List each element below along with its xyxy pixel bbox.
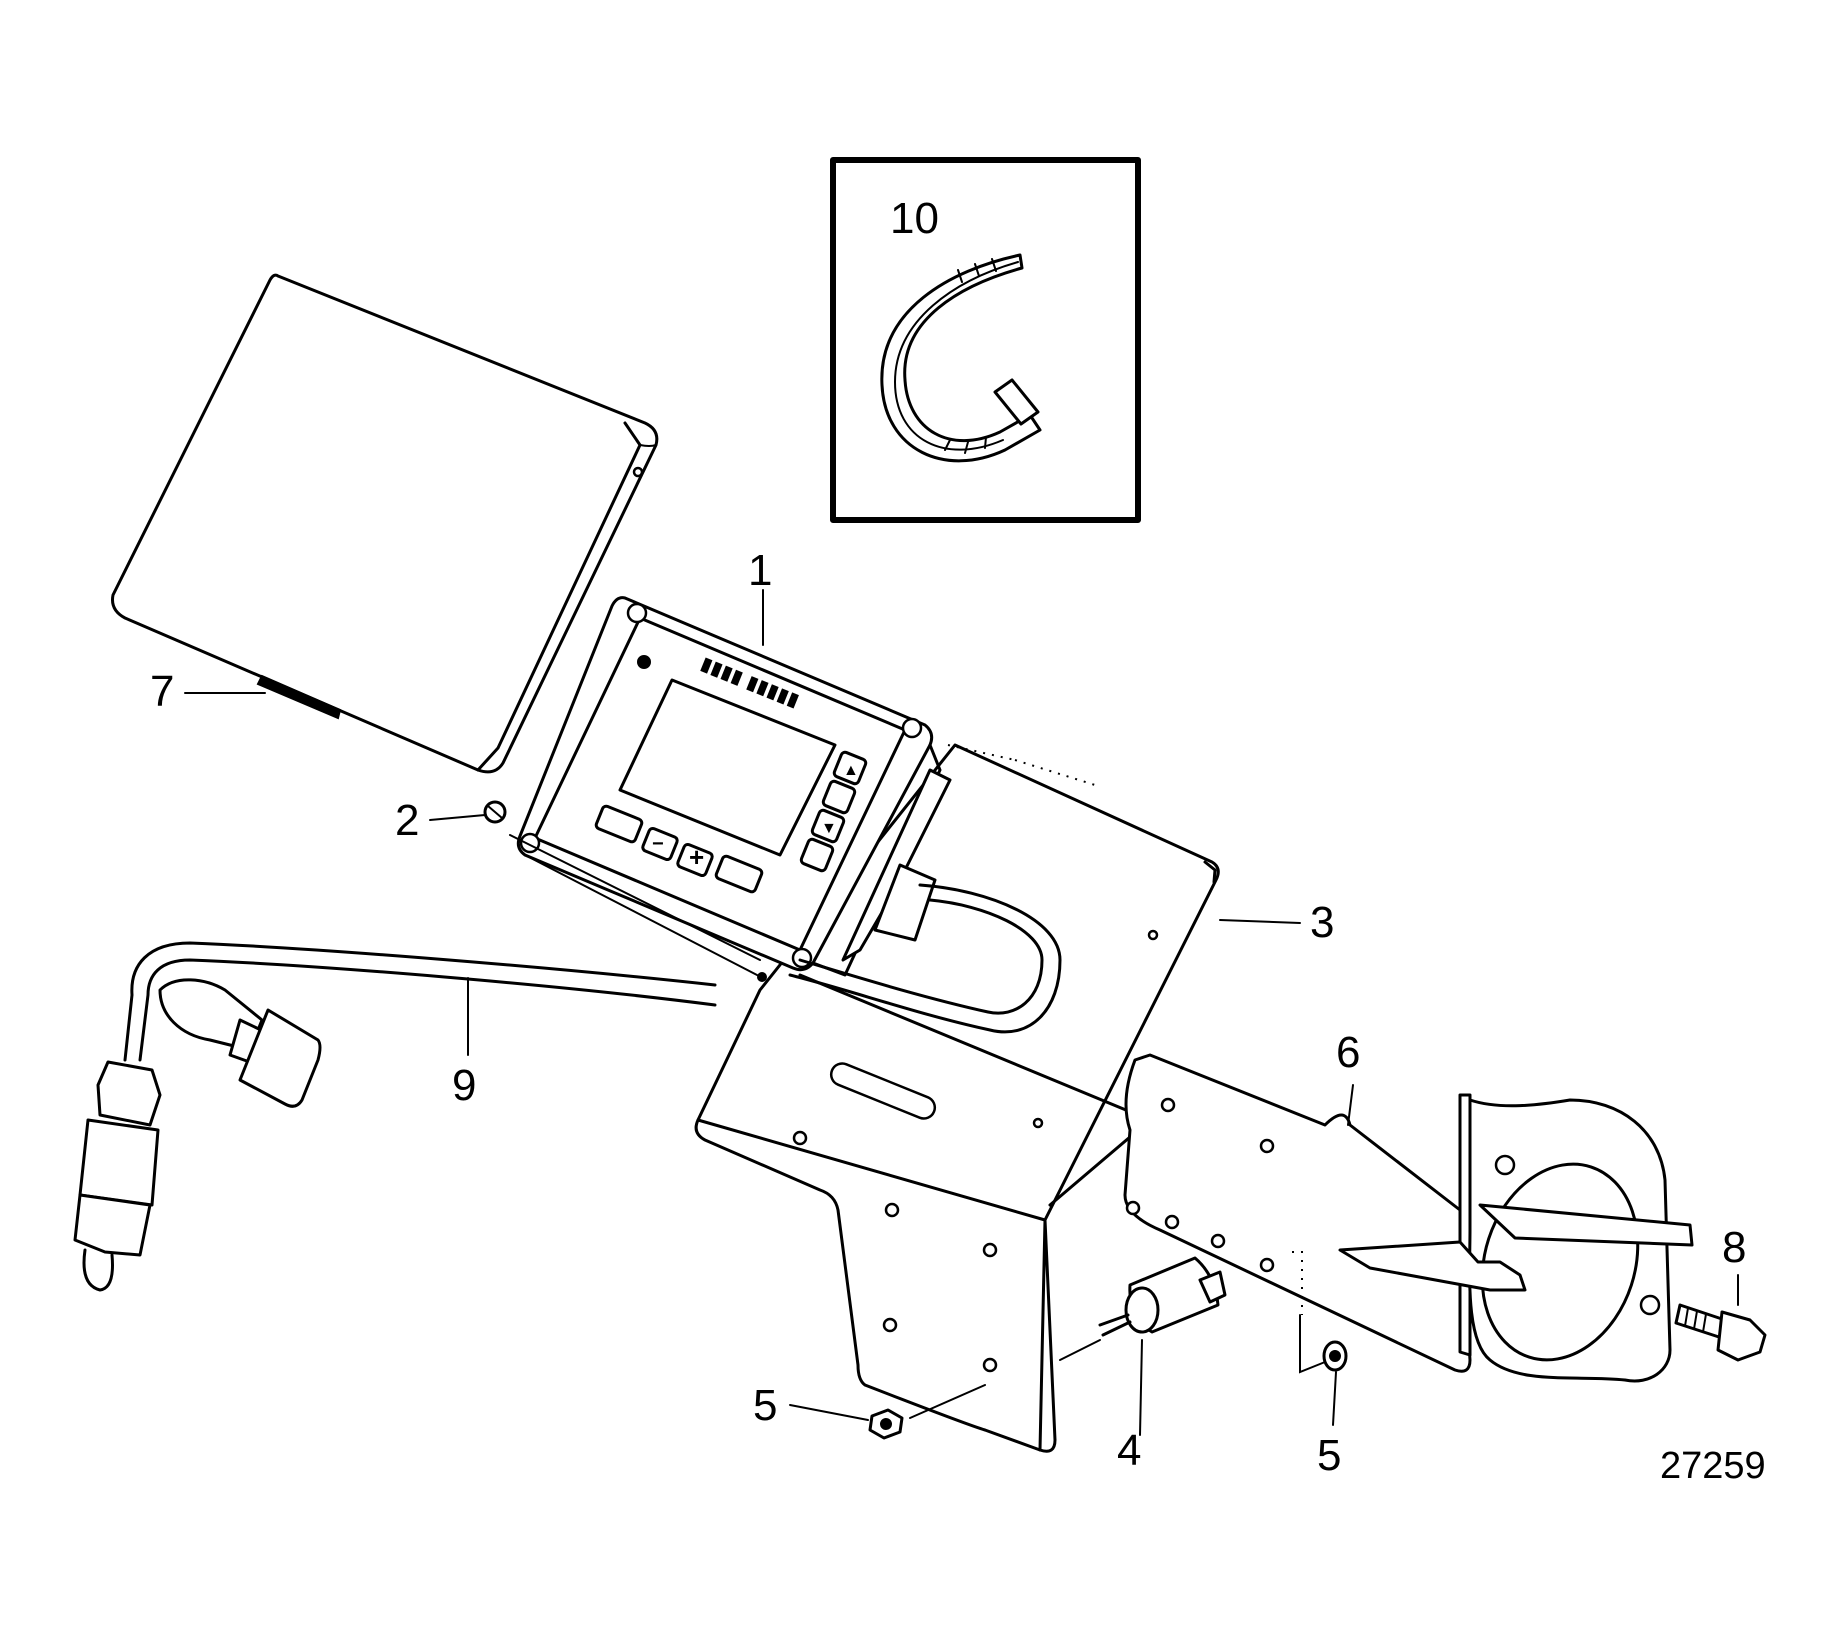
cover-plate <box>111 273 659 774</box>
inset-detail-box <box>830 157 1141 523</box>
svg-text:▼: ▼ <box>821 820 837 837</box>
flange-bolt <box>1674 1303 1767 1362</box>
callout-2: 2 <box>395 796 419 845</box>
svg-text:+: + <box>689 842 704 872</box>
leader-lines <box>184 589 1739 1436</box>
sensor-cable <box>73 941 717 1292</box>
callout-4: 4 <box>1117 1426 1141 1475</box>
svg-text:▲: ▲ <box>843 762 859 779</box>
callout-8: 8 <box>1722 1223 1746 1272</box>
callout-7: 7 <box>150 667 174 716</box>
callout-10: 10 <box>890 194 939 243</box>
callout-5-right: 5 <box>1317 1431 1341 1480</box>
screw <box>483 800 507 824</box>
callout-9: 9 <box>452 1061 476 1110</box>
svg-text:−: − <box>652 833 664 855</box>
display-unit: ▮▮▮▮ ▮▮▮▮▮ + − ▲ ▼ <box>516 596 1062 1034</box>
callout-5-left: 5 <box>753 1381 777 1430</box>
figure-number: 27259 <box>1660 1445 1766 1487</box>
callout-labels: 1 2 3 4 5 5 6 7 8 9 10 <box>150 194 1746 1480</box>
flange-bracket <box>1123 1053 1694 1383</box>
front-buttons: + − ▲ ▼ <box>594 750 868 894</box>
assembly-lines <box>509 744 1326 1419</box>
nut-left <box>868 1408 904 1440</box>
nut-right <box>1322 1340 1348 1372</box>
callout-1: 1 <box>748 546 772 595</box>
callout-6: 6 <box>1336 1028 1360 1077</box>
rubber-damper <box>1098 1256 1227 1337</box>
cable-tie <box>880 253 1042 463</box>
callout-3: 3 <box>1310 898 1334 947</box>
